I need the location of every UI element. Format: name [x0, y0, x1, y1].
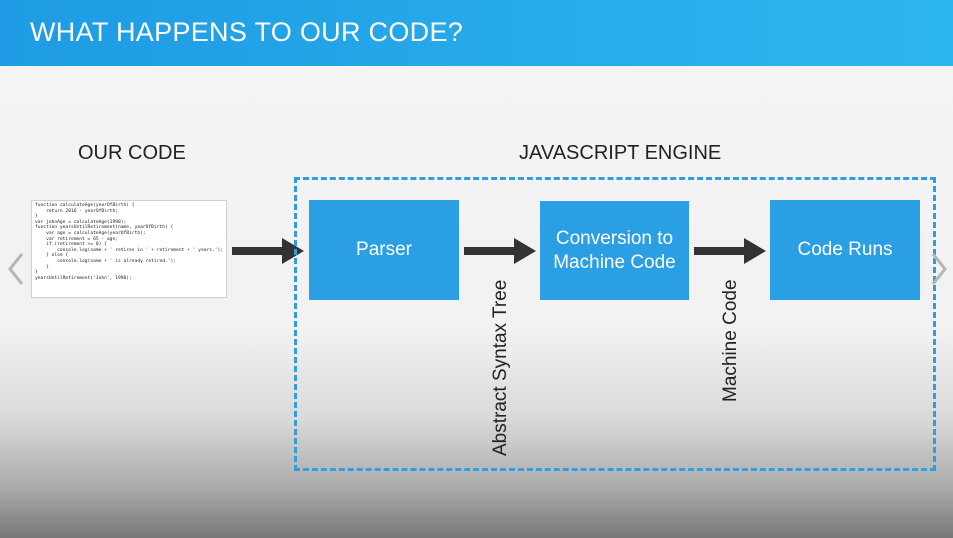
code-line: function yearsUntilRetirement(name, year…: [35, 225, 174, 231]
chevron-right-icon[interactable]: [929, 252, 949, 286]
ast-label: Abstract Syntax Tree: [490, 279, 511, 456]
arrow-right-icon: [694, 238, 766, 264]
code-line: yearsUntilRetirement('John', 1990);: [35, 275, 132, 281]
our-code-heading: OUR CODE: [78, 142, 186, 164]
code-line: console.log(name + ' retires in ' + reti…: [35, 247, 224, 253]
code-line: var age = calculateAge(yearOfBirth);: [35, 230, 146, 236]
code-snippet: function calculateAge(yearOfBirth) { ret…: [31, 200, 227, 298]
code-runs-box: Code Runs: [770, 200, 920, 300]
arrow-right-icon: [464, 238, 536, 264]
slide-header: WHAT HAPPENS TO OUR CODE?: [0, 0, 953, 66]
code-line: return 2016 - yearOfBirth;: [35, 208, 118, 214]
parser-box: Parser: [309, 200, 459, 300]
code-line: var johnAge = calculateAge(1990);: [35, 219, 127, 225]
chevron-left-icon[interactable]: [6, 252, 26, 286]
code-line: if (retirement >= 0) {: [35, 242, 107, 248]
code-line: var retirement = 65 - age;: [35, 236, 118, 242]
code-line: console.log(name + ' is already retired.…: [35, 258, 177, 264]
code-line: }: [35, 270, 38, 276]
slide-title: WHAT HAPPENS TO OUR CODE?: [30, 17, 464, 47]
machine-code-label: Machine Code: [720, 279, 741, 402]
code-line: } else {: [35, 253, 69, 259]
javascript-engine-heading: JAVASCRIPT ENGINE: [519, 142, 722, 164]
code-line: }: [35, 264, 49, 270]
arrow-right-icon: [232, 238, 304, 264]
conversion-box: Conversion to Machine Code: [540, 201, 689, 300]
javascript-engine-frame: [294, 177, 936, 471]
code-line: }: [35, 214, 38, 220]
code-line: function calculateAge(yearOfBirth) {: [35, 203, 135, 208]
